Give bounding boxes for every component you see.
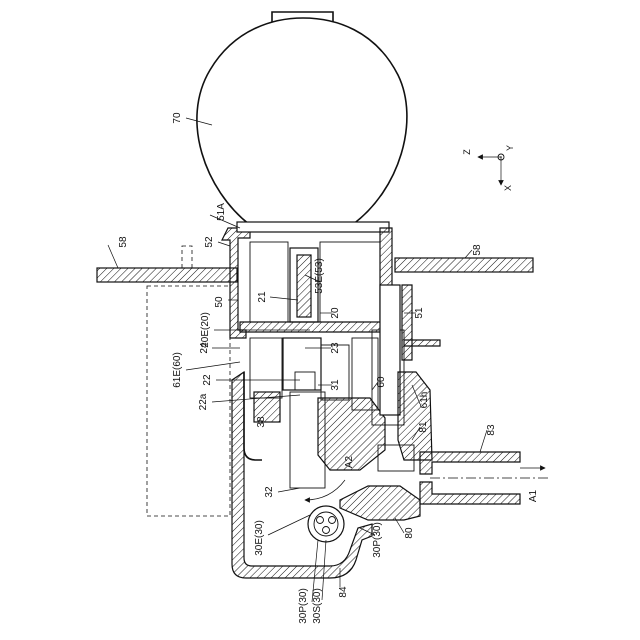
label-81: 81	[418, 421, 429, 433]
label-30S: 30S(30)	[312, 588, 323, 624]
label-38: 38	[256, 416, 267, 428]
label-51: 51	[414, 307, 425, 319]
label-58-right: 58	[472, 244, 483, 256]
label-80: 80	[404, 527, 415, 539]
label-A2: A2	[344, 455, 355, 468]
label-61E: 61E(60)	[172, 352, 183, 388]
label-70: 70	[172, 112, 183, 124]
rotor-30	[308, 506, 344, 542]
label-50: 50	[214, 296, 225, 308]
axis-indicator: Z Y X	[462, 145, 515, 191]
label-32: 32	[264, 486, 275, 498]
label-61h: 61h	[419, 392, 430, 409]
label-84: 84	[338, 586, 349, 598]
label-30P-bottom: 30P(30)	[298, 588, 309, 624]
label-60: 60	[376, 376, 387, 388]
housing-50	[222, 222, 392, 338]
label-30E: 30E(30)	[254, 520, 265, 556]
label-83: 83	[486, 424, 497, 436]
label-22a: 22a	[198, 393, 209, 410]
label-30P-right: 30P(30)	[372, 522, 383, 558]
label-20: 20	[330, 307, 341, 319]
label-A1: A1	[528, 489, 539, 502]
label-24: 24	[199, 342, 210, 354]
axis-z-label: Z	[462, 149, 472, 155]
label-21: 21	[257, 291, 268, 303]
reference-labels: 70 58 58 51A 52 50 21 53E(53) 20E(20) 20…	[118, 112, 539, 624]
axis-x-label: X	[503, 185, 513, 191]
label-51A: 51A	[216, 203, 227, 221]
label-31: 31	[330, 379, 341, 391]
axis-y-label: Y	[505, 145, 515, 151]
label-22: 22	[202, 374, 213, 386]
label-58-left: 58	[118, 236, 129, 248]
label-53E: 53E(53)	[314, 258, 325, 294]
label-52: 52	[204, 236, 215, 248]
pump-outline	[147, 286, 230, 516]
balloon	[197, 12, 407, 225]
label-23: 23	[330, 342, 341, 354]
